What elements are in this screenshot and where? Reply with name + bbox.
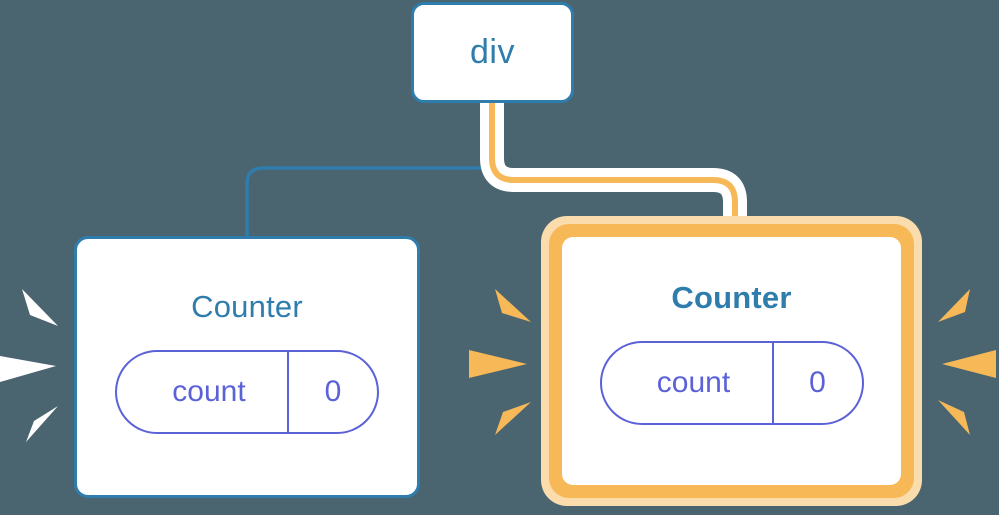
counter-right-state-value: 0 [771, 343, 862, 423]
counter-left-state-value: 0 [287, 352, 377, 432]
counter-left-state-pill[interactable]: count 0 [115, 350, 379, 434]
counter-left-title: Counter [191, 289, 303, 324]
burst-spike-upper [22, 289, 58, 326]
counter-right-state-key: count [656, 366, 731, 399]
edge-div-to-counter-right [489, 103, 738, 228]
burst-spike-middle [469, 350, 527, 378]
counter-right-title: Counter [671, 280, 792, 315]
burst-spike-lower [495, 402, 531, 435]
right-counter-burst [938, 289, 996, 435]
node-div[interactable]: div [411, 2, 574, 103]
counter-left-state-key: count [172, 375, 246, 408]
node-div-label: div [470, 33, 515, 71]
node-counter-left[interactable]: Counter count 0 [74, 236, 420, 498]
counter-right-state-pill[interactable]: count 0 [599, 341, 864, 425]
burst-spike-upper [938, 289, 970, 322]
burst-spike-lower [938, 400, 970, 435]
burst-spike-lower [26, 406, 58, 442]
node-counter-right[interactable]: Counter count 0 [562, 237, 901, 485]
left-counter-burst [0, 289, 58, 442]
counter-left-content: Counter count 0 [77, 239, 417, 495]
burst-spike-middle [942, 350, 996, 378]
counter-right-content: Counter count 0 [562, 237, 901, 485]
burst-spike-upper [495, 289, 531, 322]
edge-div-to-counter-left [245, 103, 494, 238]
burst-spike-middle [0, 356, 56, 382]
edge-div-to-counter-right-halo [480, 103, 747, 228]
between-counters-burst [469, 289, 531, 435]
